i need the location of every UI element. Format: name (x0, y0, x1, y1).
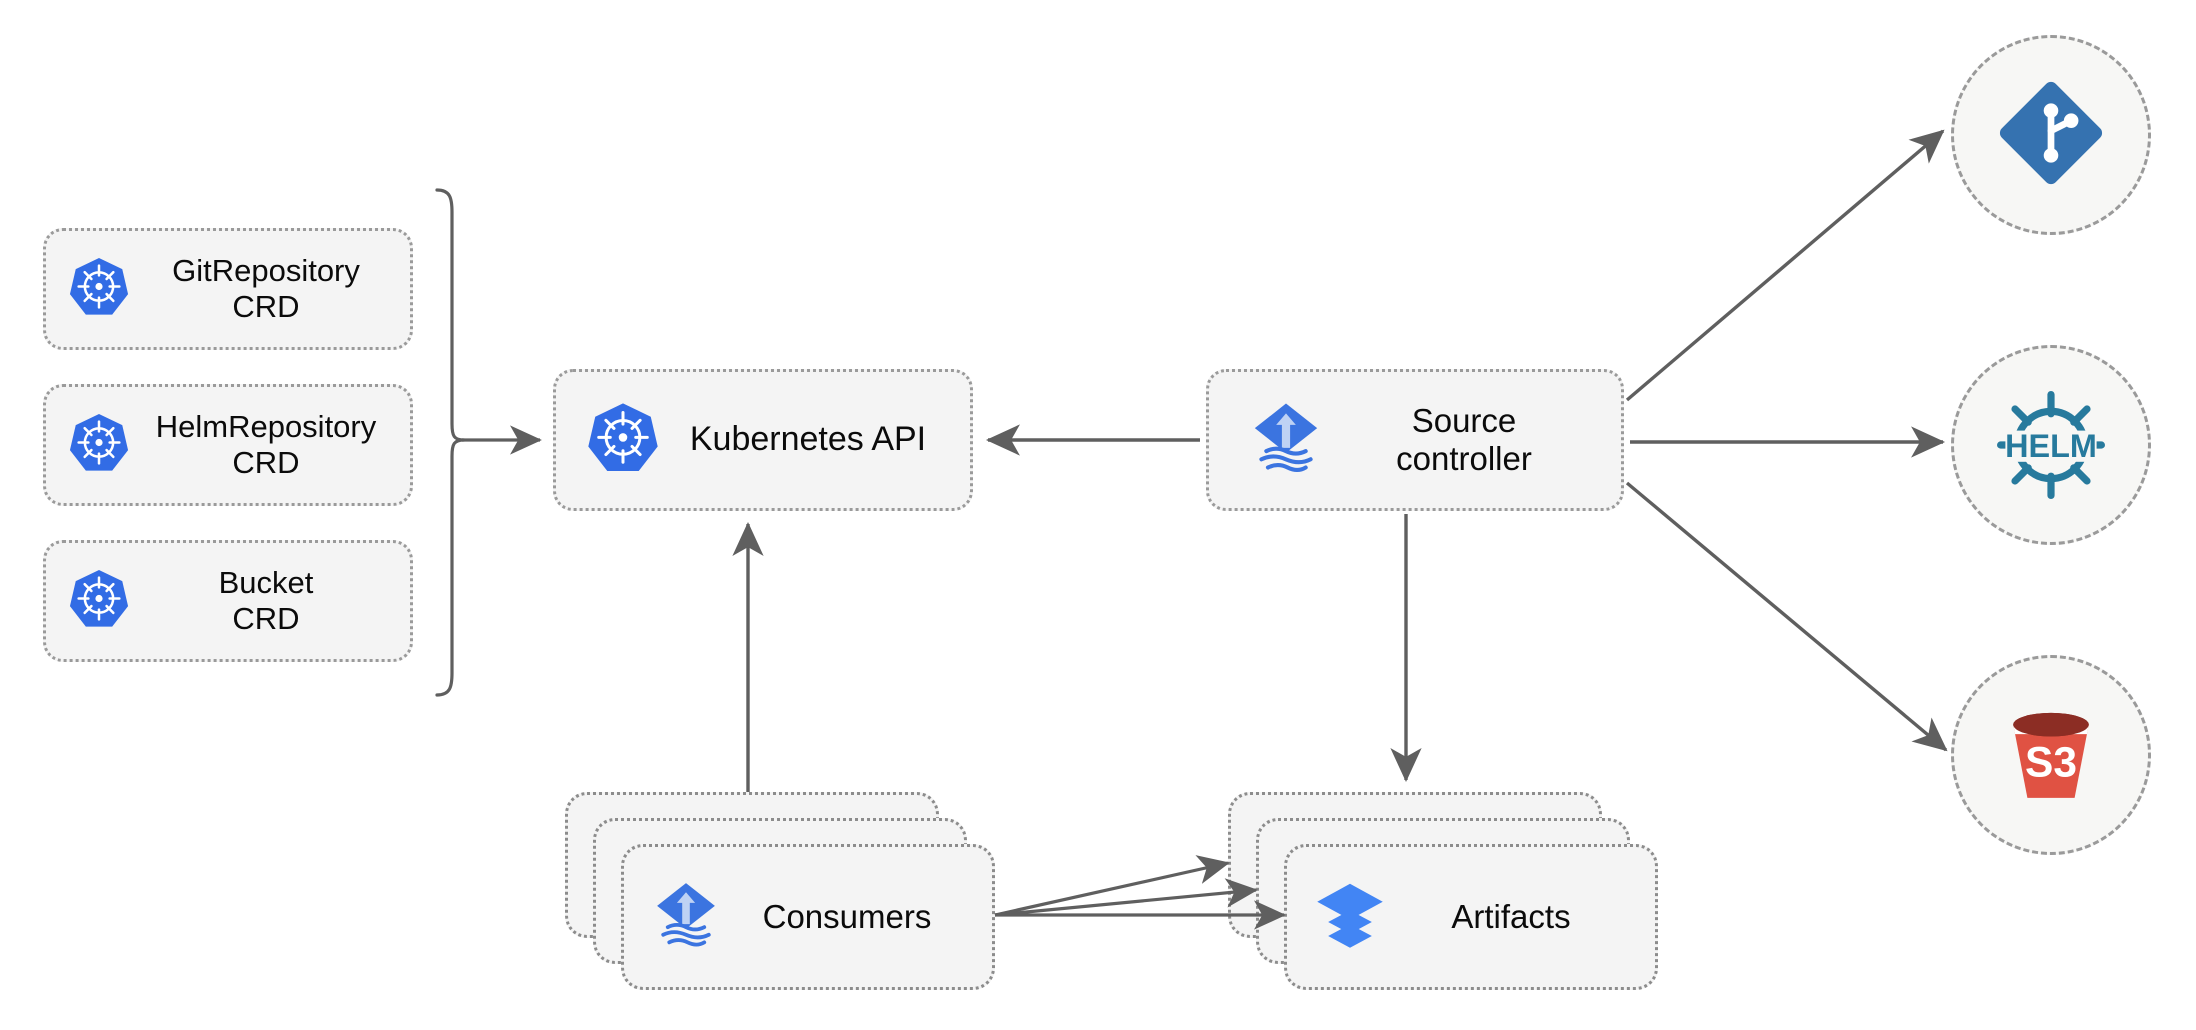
s3-icon: S3 (1992, 694, 2110, 817)
crd-label: Bucket CRD (218, 565, 314, 636)
crd-box-bucket[interactable]: Bucket CRD (43, 540, 413, 662)
s3-source-circle[interactable]: S3 (1951, 655, 2151, 855)
edge-consumers-to-artifacts-2 (994, 878, 1258, 917)
crd-label: GitRepository CRD (172, 253, 360, 324)
artifacts-stack[interactable]: Artifacts (1228, 792, 1658, 990)
crd-label: HelmRepository CRD (155, 409, 377, 480)
helm-wordmark: HELM (2005, 428, 2097, 464)
kubernetes-api-label: Kubernetes API (689, 420, 927, 459)
consumers-stack[interactable]: Consumers (565, 792, 995, 990)
edge-source-controller-to-git (1625, 129, 1945, 402)
source-controller-box[interactable]: Source controller (1206, 369, 1624, 511)
consumers-card-front[interactable]: Consumers (621, 844, 995, 990)
kubernetes-api-box[interactable]: Kubernetes API (553, 369, 973, 511)
edge-consumers-to-artifacts-1 (994, 855, 1230, 917)
s3-wordmark: S3 (2025, 739, 2077, 786)
flux-icon (648, 877, 724, 958)
consumers-label: Consumers (762, 898, 932, 935)
artifacts-label: Artifacts (1451, 898, 1571, 935)
source-controller-label: Source controller (1396, 401, 1532, 477)
helm-icon: HELM (1991, 385, 2111, 505)
git-source-circle[interactable] (1951, 35, 2151, 235)
kubernetes-icon (68, 568, 130, 635)
kubernetes-icon (68, 412, 130, 479)
edge-source-controller-to-s3 (1625, 481, 1948, 752)
flux-icon (1245, 397, 1327, 484)
crd-box-helmrepository[interactable]: HelmRepository CRD (43, 384, 413, 506)
crd-group-bracket (435, 188, 542, 697)
layers-icon (1311, 876, 1389, 959)
crd-box-gitrepository[interactable]: GitRepository CRD (43, 228, 413, 350)
helm-source-circle[interactable]: HELM (1951, 345, 2151, 545)
artifacts-card-front[interactable]: Artifacts (1284, 844, 1658, 990)
git-icon (1995, 77, 2107, 194)
kubernetes-icon (586, 401, 660, 480)
kubernetes-icon (68, 256, 130, 323)
